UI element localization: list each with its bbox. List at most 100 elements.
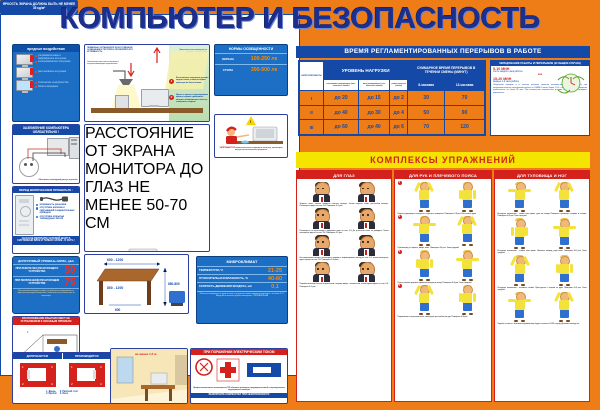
fire-placement-panel: ДОПУСКАЕТСЯ ПРОИЗВОДИТСЯ 1 3 2 4 1 3 2 4 — [12, 352, 112, 404]
figure-row — [403, 181, 489, 212]
face-figure-icon — [357, 181, 375, 202]
precheck-item-label: исправность разъемов — [39, 203, 67, 206]
wiring-diagram — [27, 148, 66, 161]
table-row: I до 20 до 15 до 2 30 70 — [299, 90, 485, 106]
exercise-text: Посмотреть на переносицу и задержать взо… — [299, 229, 389, 235]
exercise-text: Исходное положение - стойка ноги врозь, … — [497, 213, 587, 218]
face-figure-icon — [357, 261, 375, 283]
fire-legend-item: 4. Окно — [59, 393, 69, 395]
figure-row — [300, 181, 389, 202]
fire-legend-item: 1. Дверь — [46, 391, 56, 393]
list-item: рентгеновское излучение — [14, 66, 78, 80]
col-dialog: режим диалога (часов) — [389, 78, 409, 92]
cell-category: III — [299, 119, 324, 135]
exercise-text: Руки к плечам, круговые движения вперед … — [397, 281, 472, 284]
lighting-row-value: 100-250 лк — [250, 56, 278, 62]
precheck-panel: ПЕРЕД ВКЛЮЧЕНИЕМ ПРОВЕРЬТЕ : — [12, 186, 80, 254]
harmful-item-label: блики и мерцание — [38, 85, 59, 88]
list-item: исправность разъемов — [35, 203, 78, 207]
precheck-header: ПЕРЕД ВКЛЮЧЕНИЕМ ПРОВЕРЬТЕ : — [13, 187, 79, 193]
col-input: ввод информации (тыс. печатных знаков) — [358, 78, 391, 92]
cell-read: до 40 — [322, 104, 360, 121]
first-aid-panel: ПРИ ПОРАЖЕНИИ ЭЛЕКТРИЧЕСКИМ ТОКОМ Профес… — [190, 348, 288, 404]
first-aid-illustration — [195, 358, 281, 382]
harmful-effects-header: вредные воздействия — [13, 45, 79, 52]
grounding-header: ЗАЗЕМЛЕНИЕ КОМПЬЮТЕРА ОБЯЗАТЕЛЬНО ! — [13, 125, 79, 135]
bullet-icon — [35, 54, 37, 57]
cell-dialog: до 2 — [389, 90, 409, 106]
office-illustration-panel: РАССТОЯНИЕ ОТ ЭКРАНА МОНИТОРА ДО ГЛАЗ НЕ… — [84, 124, 210, 252]
alternation-body: Обеденный перерыв и в течение рабочего в… — [493, 84, 587, 94]
person-figure-icon — [415, 250, 434, 281]
col-total-group: СУММАРНОЕ ВРЕМЯ ПЕРЕРЫВОВ В ТЕЧЕНИИ СМЕН… — [407, 61, 485, 80]
cell-input: до 15 — [358, 90, 391, 106]
face-figure-icon — [313, 261, 331, 283]
exercise-text: Не поворачивая головы, посмотреть направ… — [299, 256, 389, 262]
figure-row — [300, 208, 389, 229]
microclimate-row-label: ТЕМПЕРАТУРА,°С — [199, 268, 224, 272]
svg-text:1: 1 — [71, 365, 73, 369]
face-figure-icon — [313, 181, 331, 202]
figure-row — [300, 235, 389, 256]
noise-row-value: 50 — [64, 265, 76, 276]
svg-text:600 - 1200: 600 - 1200 — [107, 258, 123, 262]
breaks-header: ВРЕМЯ РЕГЛАМЕНТИРОВАННЫХ ПЕРЕРЫВОВ В РАБ… — [296, 46, 590, 58]
precheck-item-label: отсутствие открытых токоведущих частей — [39, 215, 65, 221]
first-aid-header: ПРИ ПОРАЖЕНИИ ЭЛЕКТРИЧЕСКИМ ТОКОМ — [191, 349, 287, 356]
exercise-text: Исходное положение - основная стойка. Пр… — [497, 286, 587, 292]
lighting-row-label: ЭКРАНА — [221, 57, 235, 61]
person-figure-icon — [554, 181, 575, 212]
harmful-item-label: электромагнитное излучение — [38, 60, 71, 64]
microclimate-panel: МИКРОКЛИМАТ ТЕМПЕРАТУРА,°С 21-25 ОТНОСИТ… — [196, 256, 288, 324]
figure-row — [498, 291, 587, 323]
cell-dialog: до 6 — [389, 119, 409, 135]
cell-shift12: 90 — [444, 104, 485, 121]
monitor-warning-panel: ЗАПРЕЩАЕТСЯ самостоятельно вскрывать мон… — [214, 114, 288, 158]
table-row: ОТНОСИТЕЛЬНАЯ ВЛАЖНОСТЬ, % 40-60 — [197, 274, 287, 282]
alternation-item1-number: 5-10 МИН — [493, 67, 510, 72]
cell-shift8: 70 — [407, 119, 446, 135]
monitor-repair-illustration — [226, 126, 283, 144]
precheck-item-label: отсутствие изломов и скручиваний соедини… — [39, 206, 75, 215]
step-number-badge: 4 — [397, 284, 402, 289]
bullet-icon — [35, 203, 39, 207]
svg-text:3: 3 — [100, 365, 102, 369]
lighting-scene-panel: ПРАВИЛЬНО ОРГАНИЗУЙТЕ ИСКУССТВЕННОЕ ОСВЕ… — [84, 44, 210, 122]
col-load-group: УРОВЕНЬ НАГРУЗКИ — [322, 61, 409, 80]
desk-surface — [91, 108, 203, 113]
page-title: КОМПЬЮТЕР И БЕЗОПАСНОСТЬ — [59, 2, 541, 35]
noise-panel: ДОПУСТИМЫЙ УРОВЕНЬ ШУМА, дБА ПРИ РАБОТЕ … — [12, 256, 80, 314]
room-plan-allowed-icon: 1 3 2 4 — [19, 363, 56, 387]
svg-text:4: 4 — [51, 382, 53, 386]
microclimate-row-value: 40-60 — [267, 275, 283, 282]
person-figure-icon — [457, 215, 478, 247]
step-number-badge: 1 — [397, 181, 402, 185]
harmful-item-label: ультрафиолетовое и инфракрасное излучени… — [38, 53, 67, 60]
fire-allowed-label: ДОПУСКАЕТСЯ — [13, 353, 62, 359]
monitor-warning-text: ЗАПРЕЩАЕТСЯ самостоятельно вскрывать мон… — [219, 147, 283, 152]
table-row: ЭКРАНА 100-250 лк — [215, 53, 287, 64]
lighting-scene-header: ПРАВИЛЬНО ОРГАНИЗУЙТЕ ИСКУССТВЕННОЕ ОСВЕ… — [87, 46, 133, 54]
col-category: КАТЕГОРИЯ РАБОТЫ — [299, 60, 324, 92]
workstation-illustration — [128, 248, 158, 251]
person-figure-icon — [414, 284, 435, 316]
noise-note: При повышенном уровне шума, устройство у… — [13, 288, 79, 298]
table-row: II до 40 до 30 до 4 50 90 — [299, 104, 485, 121]
person-figure-icon — [509, 255, 530, 286]
person-figure-icon — [510, 218, 529, 249]
room-illustration-panel: не менее 1,5 м — [110, 348, 188, 404]
microclimate-note: Разность температур на уровне пола и на … — [197, 290, 287, 299]
microclimate-row-label: ОТНОСИТЕЛЬНАЯ ВЛАЖНОСТЬ, % — [199, 276, 248, 281]
callout-marker-2: 2 — [169, 95, 174, 100]
noise-header: ДОПУСТИМЫЙ УРОВЕНЬ ШУМА, дБА — [18, 258, 74, 263]
lighting-callout-1: Естественное освещение должно падать сле… — [176, 77, 209, 84]
bullet-icon — [35, 71, 37, 74]
noise-row-value: 75 — [64, 277, 76, 288]
figure-row — [498, 218, 587, 249]
system-unit-icon — [14, 194, 34, 235]
col-shift12: 12-часовая — [444, 78, 485, 92]
exercise-column-title: ДЛЯ ГЛАЗ — [297, 171, 391, 179]
person-figure-icon — [458, 284, 477, 316]
svg-text:2: 2 — [22, 382, 24, 386]
